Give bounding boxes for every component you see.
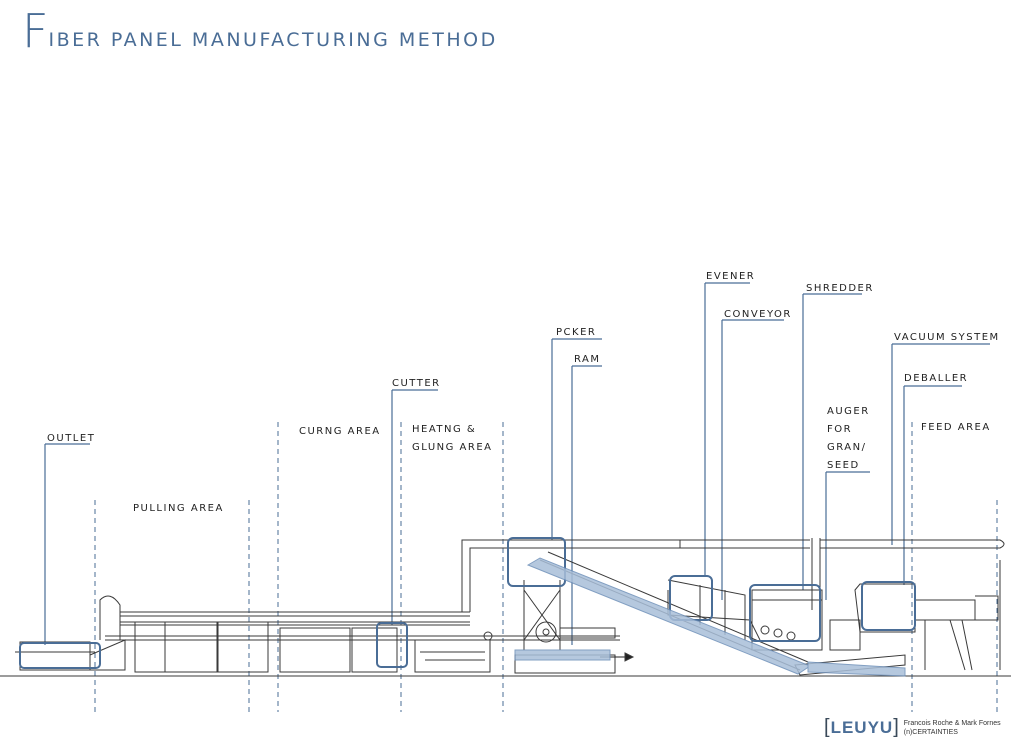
page-title: FIBER PANEL MANUFACTURING METHOD [22,8,498,54]
label-deballer: DEBALLER [904,373,969,384]
label-ram: RAM [574,354,601,365]
label-outlet: OUTLET [47,433,96,444]
callout-leaders [44,282,990,645]
title-text: IBER PANEL MANUFACTURING METHOD [48,29,498,51]
title-initial: F [22,4,51,58]
highlight-overlays [19,537,916,669]
label-cutter: CUTTER [392,378,441,389]
label-conveyor: CONVEYOR [724,309,792,320]
label-evener: EVENER [706,271,756,282]
label-feed-area: FEED AREA [921,422,991,433]
label-auger-line4: SEED [827,460,860,471]
label-auger-line3: GRAN/ [827,442,867,453]
label-vacuum-system: VACUUM SYSTEM [894,332,1000,343]
credit-block: Francois Roche & Mark Fornes (n)CERTAINT… [904,719,1001,737]
area-dividers [94,422,998,712]
brand-logo: [LEUYU] [824,716,900,738]
label-heating-line1: HEATNG & [412,424,477,435]
credit-project: (n)CERTAINTIES [903,728,958,736]
logo-text: LEUYU [830,718,894,737]
label-auger-line1: AUGER [827,406,870,417]
label-shredder: SHREDDER [806,283,874,294]
label-pulling-area: PULLING AREA [133,503,224,514]
label-auger-line2: FOR [827,424,853,435]
label-curing-area: CURNG AREA [299,426,381,437]
machinery-outline [0,538,1011,677]
footer-credit: [LEUYU] Francois Roche & Mark Fornes (n)… [824,716,1001,739]
conveyor-highlight [514,557,906,677]
label-picker: PCKER [556,327,597,338]
label-heating-line2: GLUNG AREA [412,442,493,453]
credit-authors: Francois Roche & Mark Fornes [903,719,1001,727]
